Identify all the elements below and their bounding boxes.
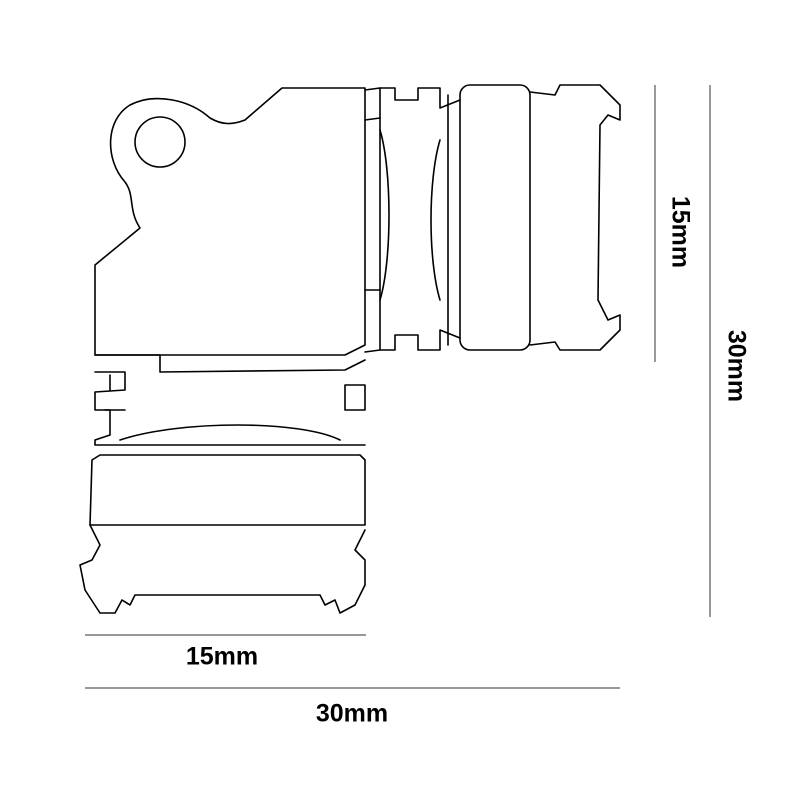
- dim-label-bottom-15: 15mm: [185, 642, 259, 671]
- bottom-connector-body: [79, 454, 366, 614]
- dim-label-right-30: 30mm: [722, 329, 751, 403]
- dim-label-right-15: 15mm: [666, 195, 695, 269]
- right-connector-body: [459, 84, 621, 351]
- bottom-clip-band: [94, 354, 366, 446]
- dim-label-bottom-30: 30mm: [315, 699, 389, 728]
- mounting-hole: [134, 116, 186, 168]
- corner-housing: [94, 87, 366, 356]
- right-clip-band: [364, 87, 461, 353]
